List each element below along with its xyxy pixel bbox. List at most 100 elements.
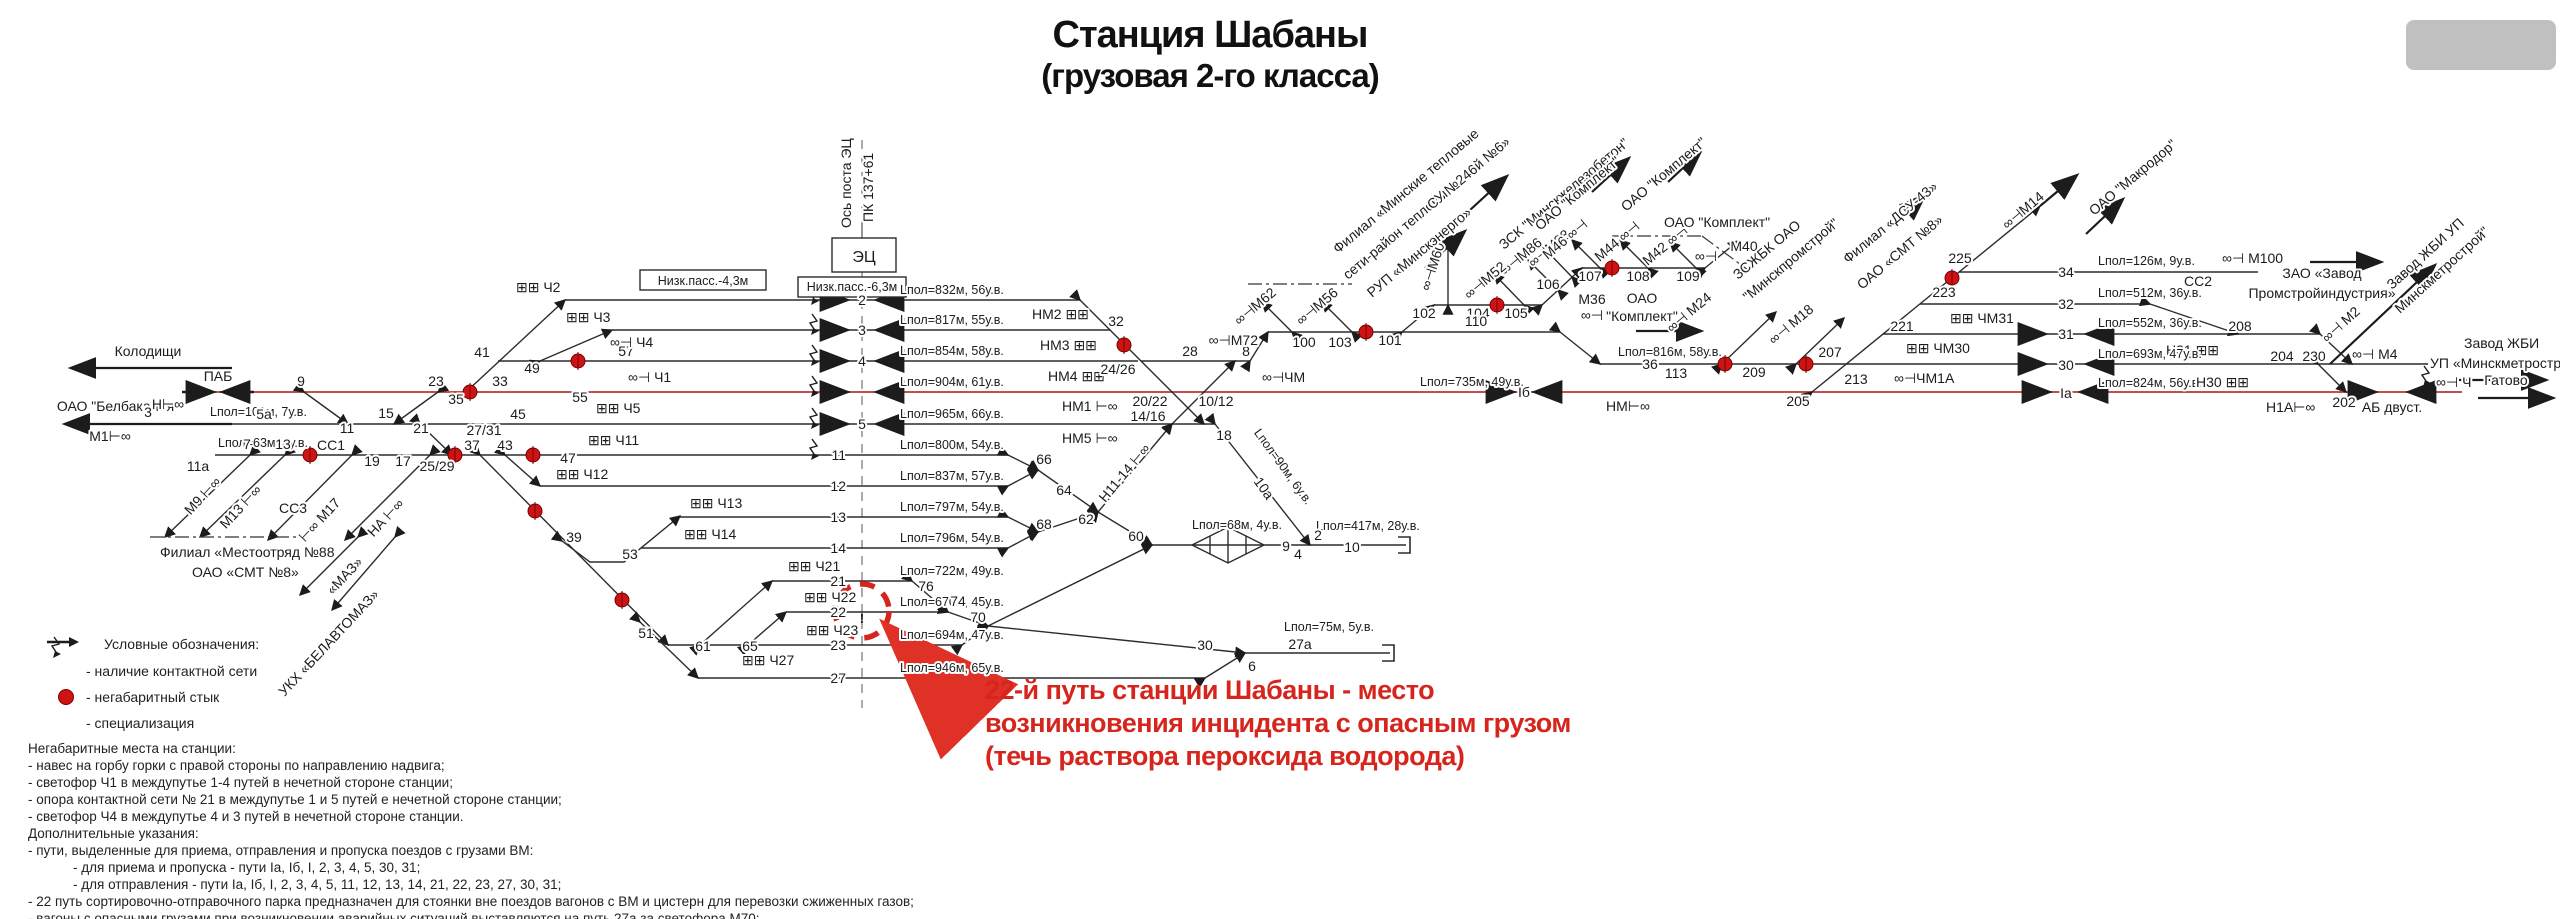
diagram-label: М40 (1730, 238, 1757, 254)
diagram-label: ПК 137+61 (860, 153, 876, 222)
diagram-label: 8 (1242, 343, 1250, 359)
diagram-label: ЭЦ (852, 249, 876, 266)
diagram-label: ОАО "Макродор" (2086, 136, 2180, 218)
diagram-label: 27/31 (466, 422, 501, 438)
arrow-m2-branch (2329, 262, 2438, 365)
diagram-label: 5 (858, 416, 866, 432)
diagram-label: 3 (858, 322, 866, 338)
diagram-label: ∞⊣ЧМ1А (1894, 370, 1955, 386)
diagram-label: 110 (1465, 313, 1488, 329)
diagram-label: Lпол=68м, 4у.в. (1192, 518, 1282, 532)
page-title: Станция Шабаны (грузовая 2-го класса) (880, 14, 1540, 95)
diagram-label: ⊞⊞ Ч21 (788, 558, 840, 574)
diagram-label: Lпол=824м, 56у.в. (2098, 376, 2202, 390)
specialization-arrows (182, 288, 2437, 436)
diagram-label: 32 (2058, 296, 2074, 312)
diagram-label: 65 (742, 638, 758, 654)
diagram-label: Lпол=693м, 47у.в. (2098, 347, 2202, 361)
incident-marker: ! (832, 581, 1019, 760)
diagram-label: 103 (1328, 334, 1352, 350)
incident-annotation-line: 22-й путь станции Шабаны - место (985, 675, 1435, 705)
diagram-label: 27а (1288, 636, 1312, 652)
oversize-joint-marker (1717, 355, 1733, 373)
diagram-label: 19 (364, 453, 380, 469)
diagram-label: 60 (1128, 528, 1144, 544)
diagram-label: М36 (1578, 291, 1605, 307)
diagram-label: Iб (1518, 384, 1530, 400)
diagram-label: 4 (1294, 546, 1302, 562)
diagram-label: Lпол=965м, 66у.в. (900, 407, 1004, 421)
diagram-label: НМ2 ⊞⊞ (1032, 306, 1089, 322)
note-line: - для приема и пропуска - пути Iа, Iб, I… (28, 860, 421, 875)
incident-annotation: 22-й путь станции Шабаны - место возникн… (985, 674, 1571, 773)
diagram-label: Низк.пасс.-6,3м (807, 280, 898, 294)
diagram-label: Завод ЖБИ (2464, 335, 2539, 351)
diagram-label: 57 (618, 343, 634, 359)
diagram-label: 49 (524, 360, 540, 376)
note-line: - светофор Ч1 в междупутье 1-4 путей в н… (28, 775, 453, 790)
diagram-label: Lпол=512м, 36у.в. (2098, 286, 2202, 300)
diagram-label: М1⊢∞ (89, 428, 131, 444)
diagram-label: Н30 ⊞⊞ (2196, 374, 2249, 390)
diagram-label: 108 (1626, 268, 1650, 284)
diagram-label: ∞⊣ М18 (1765, 301, 1816, 348)
notes-block: Негабаритные места на станции:- навес на… (28, 740, 914, 919)
diagram-label: 61 (695, 638, 711, 654)
diagram-label: 37 (464, 437, 480, 453)
diagram-label: ∞⊣М56 (1293, 284, 1341, 328)
diagram-label: Lпол=722м, 49у.в. (900, 564, 1004, 578)
diagram-label: 21 (413, 420, 429, 436)
diagram-label: М9 ⊢∞ (181, 473, 224, 517)
diagram-label: 41 (474, 344, 490, 360)
diagram-label: 221 (1890, 318, 1914, 334)
diagram-label: Lпол=670м, 45у.в. (900, 595, 1004, 609)
diagram-label: 225 (1948, 250, 1972, 266)
diagram-label: ПАБ (204, 368, 233, 384)
diagram-label: Lпол=694м, 47у.в. (900, 628, 1004, 642)
diagram-label: Lпол=101м, 7у.в. (210, 405, 307, 419)
diagram-label: 34 (2058, 264, 2074, 280)
diagram-label: 21 (830, 573, 846, 589)
diagram-label: УП «Минскметрострой» (2430, 355, 2560, 371)
diagram-label: 9 (297, 373, 305, 389)
diagram-label: НА ⊢∞ (364, 495, 407, 539)
diagram-label: 3 (144, 404, 152, 420)
oversize-joint-marker (1358, 323, 1374, 341)
oversize-joint-marker (1798, 355, 1814, 373)
note-line: Дополнительные указания: (28, 826, 199, 841)
diagram-label: ∞⊣ М4 (2352, 346, 2398, 362)
diagram-label: 27 (830, 670, 846, 686)
diagram-label: ⊞⊞ Ч3 (566, 309, 611, 325)
diagram-label: 14/16 (1130, 408, 1165, 424)
diagram-label: 11 (340, 420, 355, 436)
incident-annotation-line: (течь раствора пероксида водорода) (985, 741, 1465, 771)
diagram-label: Lпол=735м, 49у.в. (1420, 375, 1524, 389)
diagram-label: ОАО "Комплект" (1618, 134, 1710, 214)
diagram-label: СС2 (2184, 273, 2212, 289)
diagram-label: Н31 ⊞⊞ (2166, 342, 2219, 358)
diagram-label: М44 ∞⊣ (1591, 218, 1642, 265)
track-end-markers (1382, 536, 1411, 662)
diagram-label: 213 (1844, 371, 1868, 387)
incident-exclamation: ! (860, 610, 865, 626)
incident-arrow (879, 618, 1019, 760)
oversize-joint-marker (1489, 296, 1505, 314)
diagram-label: Н⊢∞ (152, 396, 184, 412)
diagram-label: Lпол=797м, 54у.в. (900, 500, 1004, 514)
diagram-label: 6 (1248, 658, 1256, 674)
switch-connectors (163, 205, 2354, 688)
diagram-label: 43 (497, 437, 513, 453)
diagram-label: 2 (1314, 527, 1322, 543)
diagram-label: АБ двуст. (2362, 399, 2422, 415)
diagram-label: 13 (275, 436, 291, 452)
diagram-label: ⊞⊞ Ч14 (684, 526, 736, 542)
diagram-label: ⊞⊞ Ч2 (516, 279, 561, 295)
diagram-label: ⊞⊞ Ч22 (804, 589, 856, 605)
diagram-label: 208 (2228, 318, 2252, 334)
diagram-label: 76 (918, 578, 934, 594)
diagram-label: 202 (2332, 394, 2356, 410)
diagram-label: Lпол=63м, 4у.в. (218, 436, 308, 450)
diagram-label: Промстройиндустрия» (2248, 285, 2395, 301)
